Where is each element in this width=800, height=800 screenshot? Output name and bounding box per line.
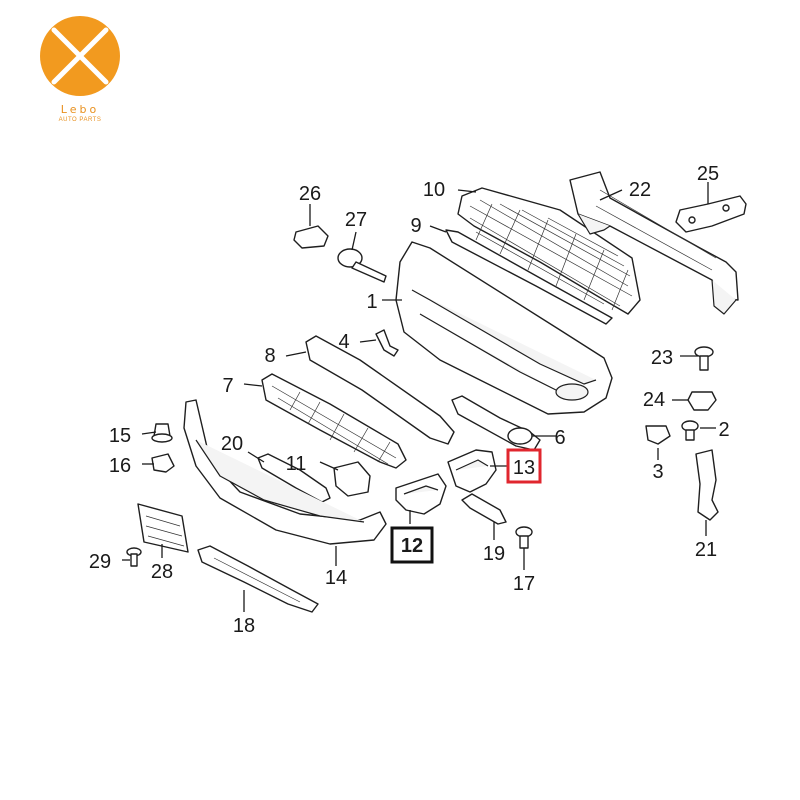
part-8-upper-trim — [305, 335, 455, 445]
callout-labels: 1234678910111213141516171819202122232425… — [89, 163, 730, 637]
callout-24: 24 — [643, 389, 665, 411]
callout-29: 29 — [89, 551, 111, 573]
part-4-clip — [375, 329, 399, 357]
part-15-clip — [151, 423, 173, 443]
lebo-logo-icon — [40, 16, 120, 96]
part-23-bolt — [694, 346, 714, 371]
part-17-push-pin — [515, 526, 533, 549]
brand-tagline: AUTO PARTS — [58, 117, 102, 123]
callout-13: 13 — [513, 457, 535, 479]
callout-22: 22 — [629, 179, 651, 201]
part-2-screw — [681, 420, 699, 441]
part-18-splash-shield — [197, 545, 319, 613]
part-3-cap — [645, 425, 671, 445]
part-10-upper-grille — [457, 187, 641, 315]
part-11-bezel — [333, 461, 371, 497]
callout-26: 26 — [299, 183, 321, 205]
callout-19: 19 — [483, 543, 505, 565]
callout-12: 12 — [401, 535, 423, 557]
callout-6: 6 — [554, 427, 565, 449]
brand-logo: Lebo AUTO PARTS — [34, 14, 126, 123]
callout-3: 3 — [652, 461, 663, 483]
part-21-side-bracket — [695, 449, 719, 521]
callout-17: 17 — [513, 573, 535, 595]
highlight-frame-13 — [506, 448, 542, 484]
part-13-air-duct — [447, 449, 497, 493]
part-25-bracket — [675, 195, 747, 233]
part-20-lower-trim — [257, 453, 331, 503]
brand-name: Lebo — [60, 103, 100, 116]
callout-9: 9 — [410, 215, 421, 237]
callout-2: 2 — [718, 419, 729, 441]
callout-16: 16 — [109, 455, 131, 477]
part-1-bumper-cover — [395, 241, 613, 415]
leader-lines — [122, 182, 716, 612]
part-24-nut — [687, 391, 717, 411]
callout-4: 4 — [338, 331, 349, 353]
part-9-trim-strip — [445, 229, 613, 325]
part-14-lower-valance — [183, 399, 387, 545]
callout-21: 21 — [695, 539, 717, 561]
callout-25: 25 — [697, 163, 719, 185]
part-12-air-duct — [395, 473, 447, 515]
part-7-lower-grille — [261, 373, 407, 469]
callout-23: 23 — [651, 347, 673, 369]
callout-14: 14 — [325, 567, 347, 589]
part-6-side-trim — [451, 395, 541, 451]
part-22-reinforcement-bar — [569, 171, 739, 315]
part-26-sensor-bracket — [293, 225, 329, 249]
callout-18: 18 — [233, 615, 255, 637]
part-29-screw — [126, 547, 142, 567]
box-frame-12 — [390, 526, 434, 564]
part-19-bracket — [461, 493, 507, 525]
callout-7: 7 — [222, 375, 233, 397]
part-28-license-bracket — [137, 503, 189, 553]
callout-27: 27 — [345, 209, 367, 231]
callout-20: 20 — [221, 433, 243, 455]
callout-8: 8 — [264, 345, 275, 367]
callout-1: 1 — [366, 291, 377, 313]
callout-10: 10 — [423, 179, 445, 201]
part-16-clip — [151, 453, 175, 473]
callout-15: 15 — [109, 425, 131, 447]
callout-28: 28 — [151, 561, 173, 583]
callout-11: 11 — [286, 453, 307, 475]
part-27-sensor — [337, 248, 387, 283]
